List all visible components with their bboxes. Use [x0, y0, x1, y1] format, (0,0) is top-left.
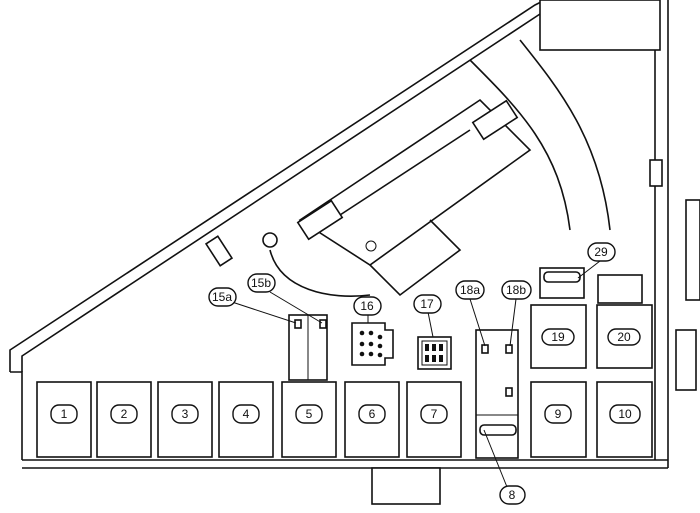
callout-17: 17 [413, 294, 442, 314]
relay-4-label: 4 [243, 407, 250, 421]
callout-18a: 18a [455, 280, 485, 300]
callout-15b: 15b [247, 273, 276, 293]
svg-text:15a: 15a [212, 290, 232, 304]
relay-7-label: 7 [431, 407, 438, 421]
housing-outline [9, 0, 700, 505]
relay-1: 1 [36, 381, 92, 458]
relay-7: 7 [406, 381, 462, 458]
fuse-block-8 [475, 329, 519, 459]
relay-1-label: 1 [61, 407, 68, 421]
svg-text:8: 8 [509, 488, 516, 502]
relay-5-label: 5 [306, 407, 313, 421]
relay-20: 20 [596, 304, 653, 369]
connector-17 [417, 336, 452, 370]
callout-8: 8 [499, 485, 526, 505]
svg-text:18b: 18b [506, 283, 526, 297]
relay-row-top: 19 20 [530, 304, 653, 369]
relay-19-label: 19 [551, 330, 565, 344]
relay-20-label: 20 [617, 330, 631, 344]
relay-6: 6 [344, 381, 400, 458]
relay-10: 10 [596, 381, 653, 458]
relay-10-label: 10 [618, 407, 632, 421]
svg-text:16: 16 [360, 299, 374, 313]
relay-6-label: 6 [369, 407, 376, 421]
callouts: 15a 15b 16 17 18a 18b 29 8 [208, 242, 616, 505]
relay-19: 19 [530, 304, 587, 369]
relay-3-label: 3 [182, 407, 189, 421]
svg-text:18a: 18a [460, 283, 480, 297]
relay-2-label: 2 [121, 407, 128, 421]
svg-text:17: 17 [420, 297, 434, 311]
relay-3: 3 [157, 381, 213, 458]
callout-29: 29 [587, 242, 616, 262]
svg-text:29: 29 [594, 245, 608, 259]
callout-18b: 18b [501, 280, 532, 300]
fuse-29 [539, 267, 643, 304]
relay-4: 4 [218, 381, 274, 458]
relay-9: 9 [530, 381, 587, 458]
relay-9-label: 9 [555, 407, 562, 421]
callout-15a: 15a [208, 287, 237, 307]
relay-2: 2 [96, 381, 152, 458]
wiring-harness [204, 39, 663, 297]
fuse-slots-15 [288, 314, 328, 381]
callout-16: 16 [353, 296, 382, 316]
relay-row-bottom: 1 2 3 4 5 6 7 9 10 [36, 381, 653, 458]
svg-text:15b: 15b [251, 276, 271, 290]
relay-5: 5 [281, 381, 337, 458]
connector-16 [351, 322, 394, 366]
